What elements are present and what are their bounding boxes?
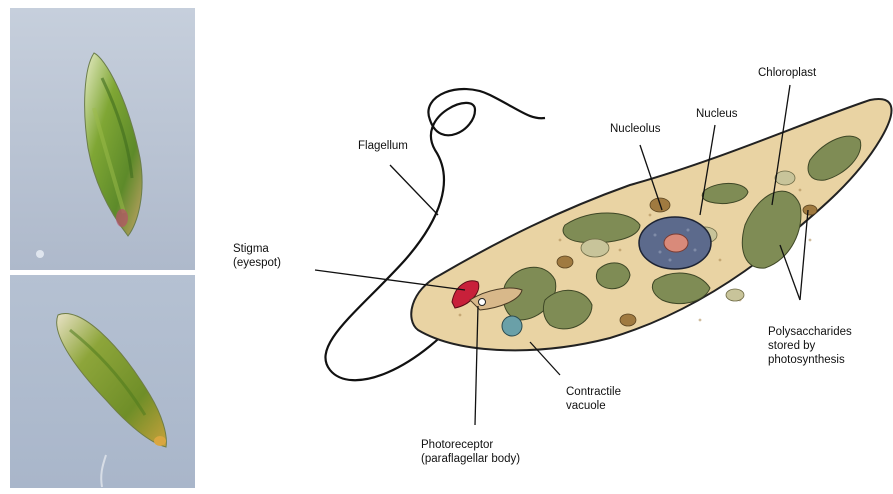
stigma-label-line2: (eyespot) — [233, 256, 281, 270]
label-flagellum: Flagellum — [358, 139, 408, 153]
photoreceptor-label-line2: (paraflagellar body) — [421, 452, 520, 466]
nucleolus-label-text: Nucleolus — [610, 122, 661, 136]
polysaccharides-label-line1: Polysaccharides — [768, 325, 852, 339]
contractile-label-line2: vacuole — [566, 399, 621, 413]
photoreceptor — [479, 299, 486, 306]
euglena-micrograph-top — [10, 8, 195, 270]
stigma-label-line1: Stigma — [233, 242, 281, 256]
label-nucleolus: Nucleolus — [610, 122, 661, 136]
polysaccharides-label-line3: photosynthesis — [768, 353, 852, 367]
label-polysaccharides: Polysaccharides stored by photosynthesis — [768, 325, 852, 367]
label-contractile-vacuole: Contractile vacuole — [566, 385, 621, 413]
photoreceptor-label-line1: Photoreceptor — [421, 438, 520, 452]
chloroplast-label-text: Chloroplast — [758, 66, 816, 80]
contractile-label-line1: Contractile — [566, 385, 621, 399]
contractile-vacuole — [502, 316, 522, 336]
label-nucleus: Nucleus — [696, 107, 738, 121]
polysaccharides-label-line2: stored by — [768, 339, 852, 353]
nucleolus — [664, 234, 688, 252]
nucleus-label-text: Nucleus — [696, 107, 738, 121]
label-photoreceptor: Photoreceptor (paraflagellar body) — [421, 438, 520, 466]
label-chloroplast: Chloroplast — [758, 66, 816, 80]
flagellum-label-text: Flagellum — [358, 139, 408, 153]
label-stigma: Stigma (eyespot) — [233, 242, 281, 270]
euglena-micrograph-bottom — [10, 275, 195, 488]
